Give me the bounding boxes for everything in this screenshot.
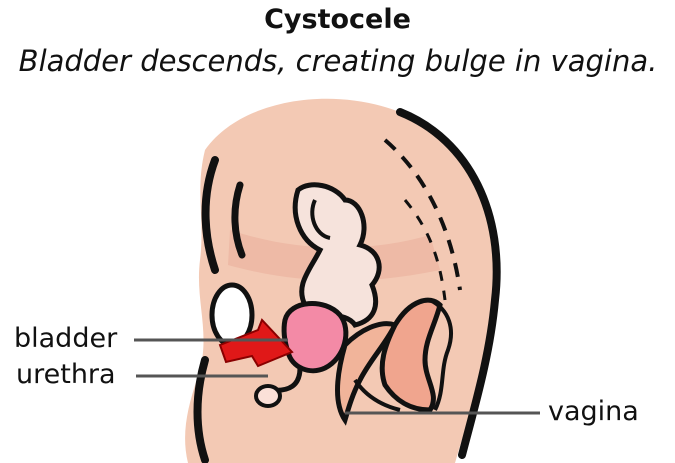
- vagina-label: vagina: [548, 396, 639, 427]
- bladder-organ: [284, 304, 346, 371]
- urethra-label: urethra: [16, 359, 116, 390]
- bladder-label: bladder: [14, 323, 117, 354]
- urethra-opening: [256, 386, 280, 406]
